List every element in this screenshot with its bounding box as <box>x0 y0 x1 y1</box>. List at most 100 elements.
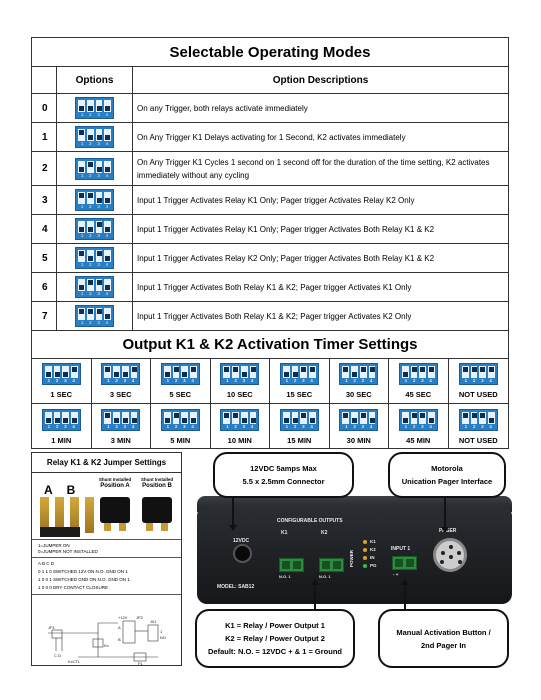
dip-toggle-4 <box>368 366 376 378</box>
pager-port[interactable] <box>433 538 467 572</box>
svg-text:JP2: JP2 <box>136 615 144 620</box>
led-k2 <box>363 548 367 552</box>
input1-polarity: - + <box>393 572 399 577</box>
k2-terminal[interactable] <box>319 558 344 572</box>
power-label: POWER <box>349 550 354 568</box>
jumper-ab-labels: A B <box>44 483 75 497</box>
led-k1-label: K1 <box>370 539 376 544</box>
led-in <box>363 556 367 560</box>
dip-toggle-1 <box>342 366 349 378</box>
dip-toggle-4 <box>104 100 111 112</box>
dc-label: 12VDC <box>233 538 250 544</box>
dc-power-jack[interactable] <box>233 544 252 563</box>
timer-label: 10 MIN <box>227 435 252 445</box>
mode-number: 7 <box>32 302 57 330</box>
mode-description: Input 1 Trigger Activates Relay K1 Only;… <box>137 224 435 234</box>
mode-description: On any Trigger, both relays activate imm… <box>137 103 308 113</box>
dip-toggle-2 <box>351 366 358 378</box>
dip-toggle-2 <box>291 366 299 378</box>
mode-number: 1 <box>32 123 57 151</box>
timer-label: 10 SEC <box>226 390 253 399</box>
mode-number: 4 <box>32 215 57 243</box>
input1-terminal[interactable] <box>392 556 417 570</box>
settings-table: Selectable Operating Modes Options Optio… <box>31 37 509 449</box>
k1-pin-labels: N.O. 1 <box>279 574 291 579</box>
dip-toggle-4 <box>104 192 111 204</box>
svg-text:F1: F1 <box>138 661 143 665</box>
dip-toggle-2 <box>172 411 180 424</box>
k1-label: K1 <box>281 530 288 536</box>
dip-toggle-4 <box>190 366 197 378</box>
dip-toggle-2 <box>470 411 478 424</box>
dip-toggle-1 <box>78 279 85 291</box>
dip-toggle-2 <box>291 411 299 424</box>
dip-toggle-3 <box>121 411 129 424</box>
dip-toggle-1 <box>78 221 85 233</box>
shunt-b-image <box>142 497 172 523</box>
dip-toggle-4 <box>190 411 197 424</box>
timer-label: NOT USED <box>458 435 498 445</box>
dip-toggle-4 <box>71 411 78 424</box>
k1-terminal[interactable] <box>279 558 304 572</box>
dip-toggle-4 <box>104 129 111 141</box>
power-arrow <box>229 498 237 531</box>
dip-toggle-1 <box>401 366 409 378</box>
shunt-a-image <box>100 497 130 523</box>
timer-label: 1 SEC <box>50 390 73 399</box>
dip-toggle-3 <box>62 411 69 424</box>
svg-text:1: 1 <box>160 629 163 634</box>
dip-toggle-3 <box>300 366 307 378</box>
dip-toggle-2 <box>410 366 418 378</box>
dip-toggle-2 <box>470 366 478 378</box>
svg-text:Kx: Kx <box>104 643 109 648</box>
dip-toggle-3 <box>95 308 103 320</box>
dip-toggle-2 <box>113 366 120 378</box>
device-photo: 12VDC MODEL: SAB12 CONFIGURABLE OUTPUTS … <box>197 506 512 604</box>
manual-arrow <box>401 579 409 609</box>
svg-text:NO: NO <box>160 635 166 640</box>
dip-toggle-2 <box>232 366 239 378</box>
jumper-legend-off: 0=JUMPER NOT INSTALLED <box>38 549 98 554</box>
dip-toggle-3 <box>359 366 367 378</box>
timer-label: 3 MIN <box>110 435 131 445</box>
k2-pin-labels: N.O. 1 <box>319 574 331 579</box>
jumper-legend-on: 1=JUMPER ON <box>38 543 70 548</box>
jumper-a-label: A <box>44 483 53 497</box>
svg-text:C D: C D <box>54 653 61 658</box>
dip-toggle-3 <box>419 411 426 424</box>
dip-toggle-3 <box>181 411 188 424</box>
dip-toggle-3 <box>121 366 129 378</box>
jumper-col-header: A B C D <box>38 561 55 566</box>
jumper-title: Relay K1 & K2 Jumper Settings <box>32 453 181 473</box>
manual-callout: Manual Activation Button /2nd Pager In <box>378 609 509 668</box>
modes-title: Selectable Operating Modes <box>32 38 508 67</box>
